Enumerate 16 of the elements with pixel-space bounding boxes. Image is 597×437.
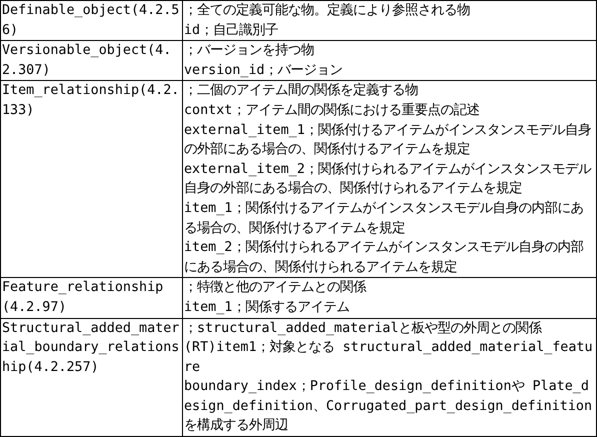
cell-text: ；バージョンを持つ物: [184, 42, 315, 60]
cell-text: ；structural_added_materialと板や型の外周との関係: [184, 320, 543, 338]
cell-text: id；自己識別子: [184, 22, 280, 40]
table-cell: Definable_object(4.2.56): [0, 0, 182, 41]
table-cell: Versionable_object(4.2.307): [0, 40, 182, 81]
cell-text: boundary_index；Profile_design_definitionや Plate_design_definition、Corrugated_part_design_definitionを構成する外周辺: [184, 378, 594, 436]
cell-text: version_id；バージョン: [184, 62, 344, 80]
cell-text: item_2；関係付けられるアイテムがインスタンスモデル自身の内部にある場合の、関係付けられるアイテムを規定: [184, 238, 584, 277]
cell-text: contxt；アイテム間の関係における重要点の記述: [184, 102, 480, 120]
table-cell: Structural_added_material_boundary_relationship(4.2.257): [0, 318, 182, 437]
cell-text: ；二個のアイテム間の関係を定義する物: [184, 82, 419, 100]
cell-text: ；全ての定義可能な物。定義により参照される物: [184, 2, 471, 20]
cell-text: item_1；関係するアイテム: [184, 298, 350, 317]
table-cell: Item_relationship(4.2.133): [0, 80, 182, 278]
table-cell: Feature_relationship(4.2.97): [0, 278, 182, 318]
cell-text: ；特徴と他のアイテムとの関係: [184, 279, 368, 298]
